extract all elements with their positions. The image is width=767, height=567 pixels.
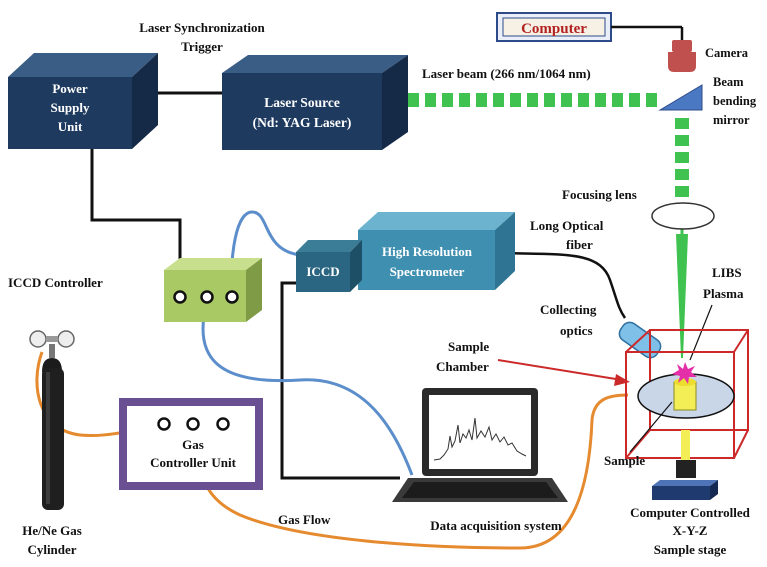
- iccd-controller: [164, 258, 262, 322]
- laptop-icon: [392, 388, 568, 502]
- power-supply-label-3: Unit: [58, 119, 83, 134]
- high-resolution-spectrometer: High Resolution Spectrometer: [358, 212, 515, 290]
- laser-source-label-2: (Nd: YAG Laser): [253, 115, 352, 130]
- iccd-controller-port-1: [173, 290, 187, 304]
- spectrometer-label-2: Spectrometer: [390, 264, 465, 279]
- camera-label: Camera: [705, 46, 749, 60]
- iccd-camera: ICCD: [296, 240, 362, 292]
- laser-beam-path: [408, 93, 689, 358]
- libs-plasma-label-1: LIBS: [712, 265, 742, 280]
- focusing-lens: [651, 202, 715, 230]
- sample-label: Sample: [604, 453, 645, 468]
- sample-chamber-arrowhead: [614, 374, 630, 386]
- sample-pointer: [629, 401, 673, 453]
- stage-label-3: Sample stage: [654, 542, 727, 557]
- focusing-lens-label: Focusing lens: [562, 187, 637, 202]
- data-acquisition-label: Data acquisition system: [430, 518, 562, 533]
- long-optical-fiber: [504, 251, 627, 319]
- gas-controller-unit: Gas Controller Unit: [119, 398, 263, 490]
- gas-flow-line: [201, 393, 629, 550]
- long-fiber-label-1: Long Optical: [530, 218, 604, 233]
- power-supply-label-1: Power: [52, 81, 88, 96]
- iccd-controller-port-2: [200, 290, 214, 304]
- beam-bending-label-2: bending: [713, 94, 757, 108]
- beam-bending-mirror: [658, 84, 703, 111]
- laser-beam-label: Laser beam (266 nm/1064 nm): [422, 66, 591, 81]
- cables: [35, 91, 629, 550]
- sample-chamber-arrow: [497, 359, 623, 381]
- spectrometer-label-1: High Resolution: [382, 244, 473, 259]
- gas-controller-label-2: Controller Unit: [150, 455, 236, 470]
- libs-plasma-label-2: Plasma: [703, 286, 744, 301]
- libs-plasma-pointer: [689, 304, 713, 361]
- xyz-stage: [652, 480, 718, 500]
- sample-block: [673, 381, 697, 411]
- power-supply-label-2: Supply: [50, 100, 90, 115]
- gas-cylinder-label-1: He/Ne Gas: [22, 523, 82, 538]
- long-fiber-label-2: fiber: [566, 237, 593, 252]
- iccd-controller-port-3: [225, 290, 239, 304]
- gas-controller-port-1: [157, 417, 171, 431]
- stage-label-2: X-Y-Z: [673, 523, 708, 538]
- power-to-iccd-controller-wire: [90, 148, 182, 290]
- power-supply-unit: Power Supply Unit: [8, 53, 158, 149]
- computer-box: Computer: [496, 12, 612, 42]
- stage-mount: [676, 460, 696, 478]
- gas-cylinder: [29, 330, 75, 510]
- beam-bending-label-3: mirror: [713, 113, 750, 127]
- collecting-optics-label-1: Collecting: [540, 302, 597, 317]
- sample-chamber: [625, 329, 749, 459]
- beam-bending-label-1: Beam: [713, 75, 744, 89]
- iccd-controller-to-daq-cable: [201, 297, 414, 476]
- camera-icon: [668, 40, 696, 72]
- laser-sync-label-2: Trigger: [181, 39, 223, 54]
- gas-cylinder-label-2: Cylinder: [27, 542, 76, 557]
- gas-flow-label: Gas Flow: [278, 512, 331, 527]
- stage-label-1: Computer Controlled: [630, 505, 751, 520]
- gas-controller-port-2: [186, 417, 200, 431]
- computer-label: Computer: [521, 21, 587, 37]
- gas-controller-port-3: [216, 417, 230, 431]
- sample-chamber-label-2: Chamber: [436, 359, 489, 374]
- iccd-label: ICCD: [306, 264, 339, 279]
- sample-chamber-label-1: Sample: [448, 339, 489, 354]
- laser-sync-label-1: Laser Synchronization: [139, 20, 265, 35]
- focused-beam-cone: [676, 234, 688, 358]
- gas-controller-label-1: Gas: [182, 437, 204, 452]
- spectrum-trace: [433, 417, 527, 461]
- stage-column: [681, 430, 690, 460]
- libs-plasma-icon: [672, 362, 697, 384]
- laser-source: Laser Source (Nd: YAG Laser): [222, 55, 408, 150]
- collecting-optics-label-2: optics: [560, 323, 593, 338]
- laser-source-label-1: Laser Source: [264, 95, 340, 110]
- iccd-controller-label: ICCD Controller: [8, 275, 103, 290]
